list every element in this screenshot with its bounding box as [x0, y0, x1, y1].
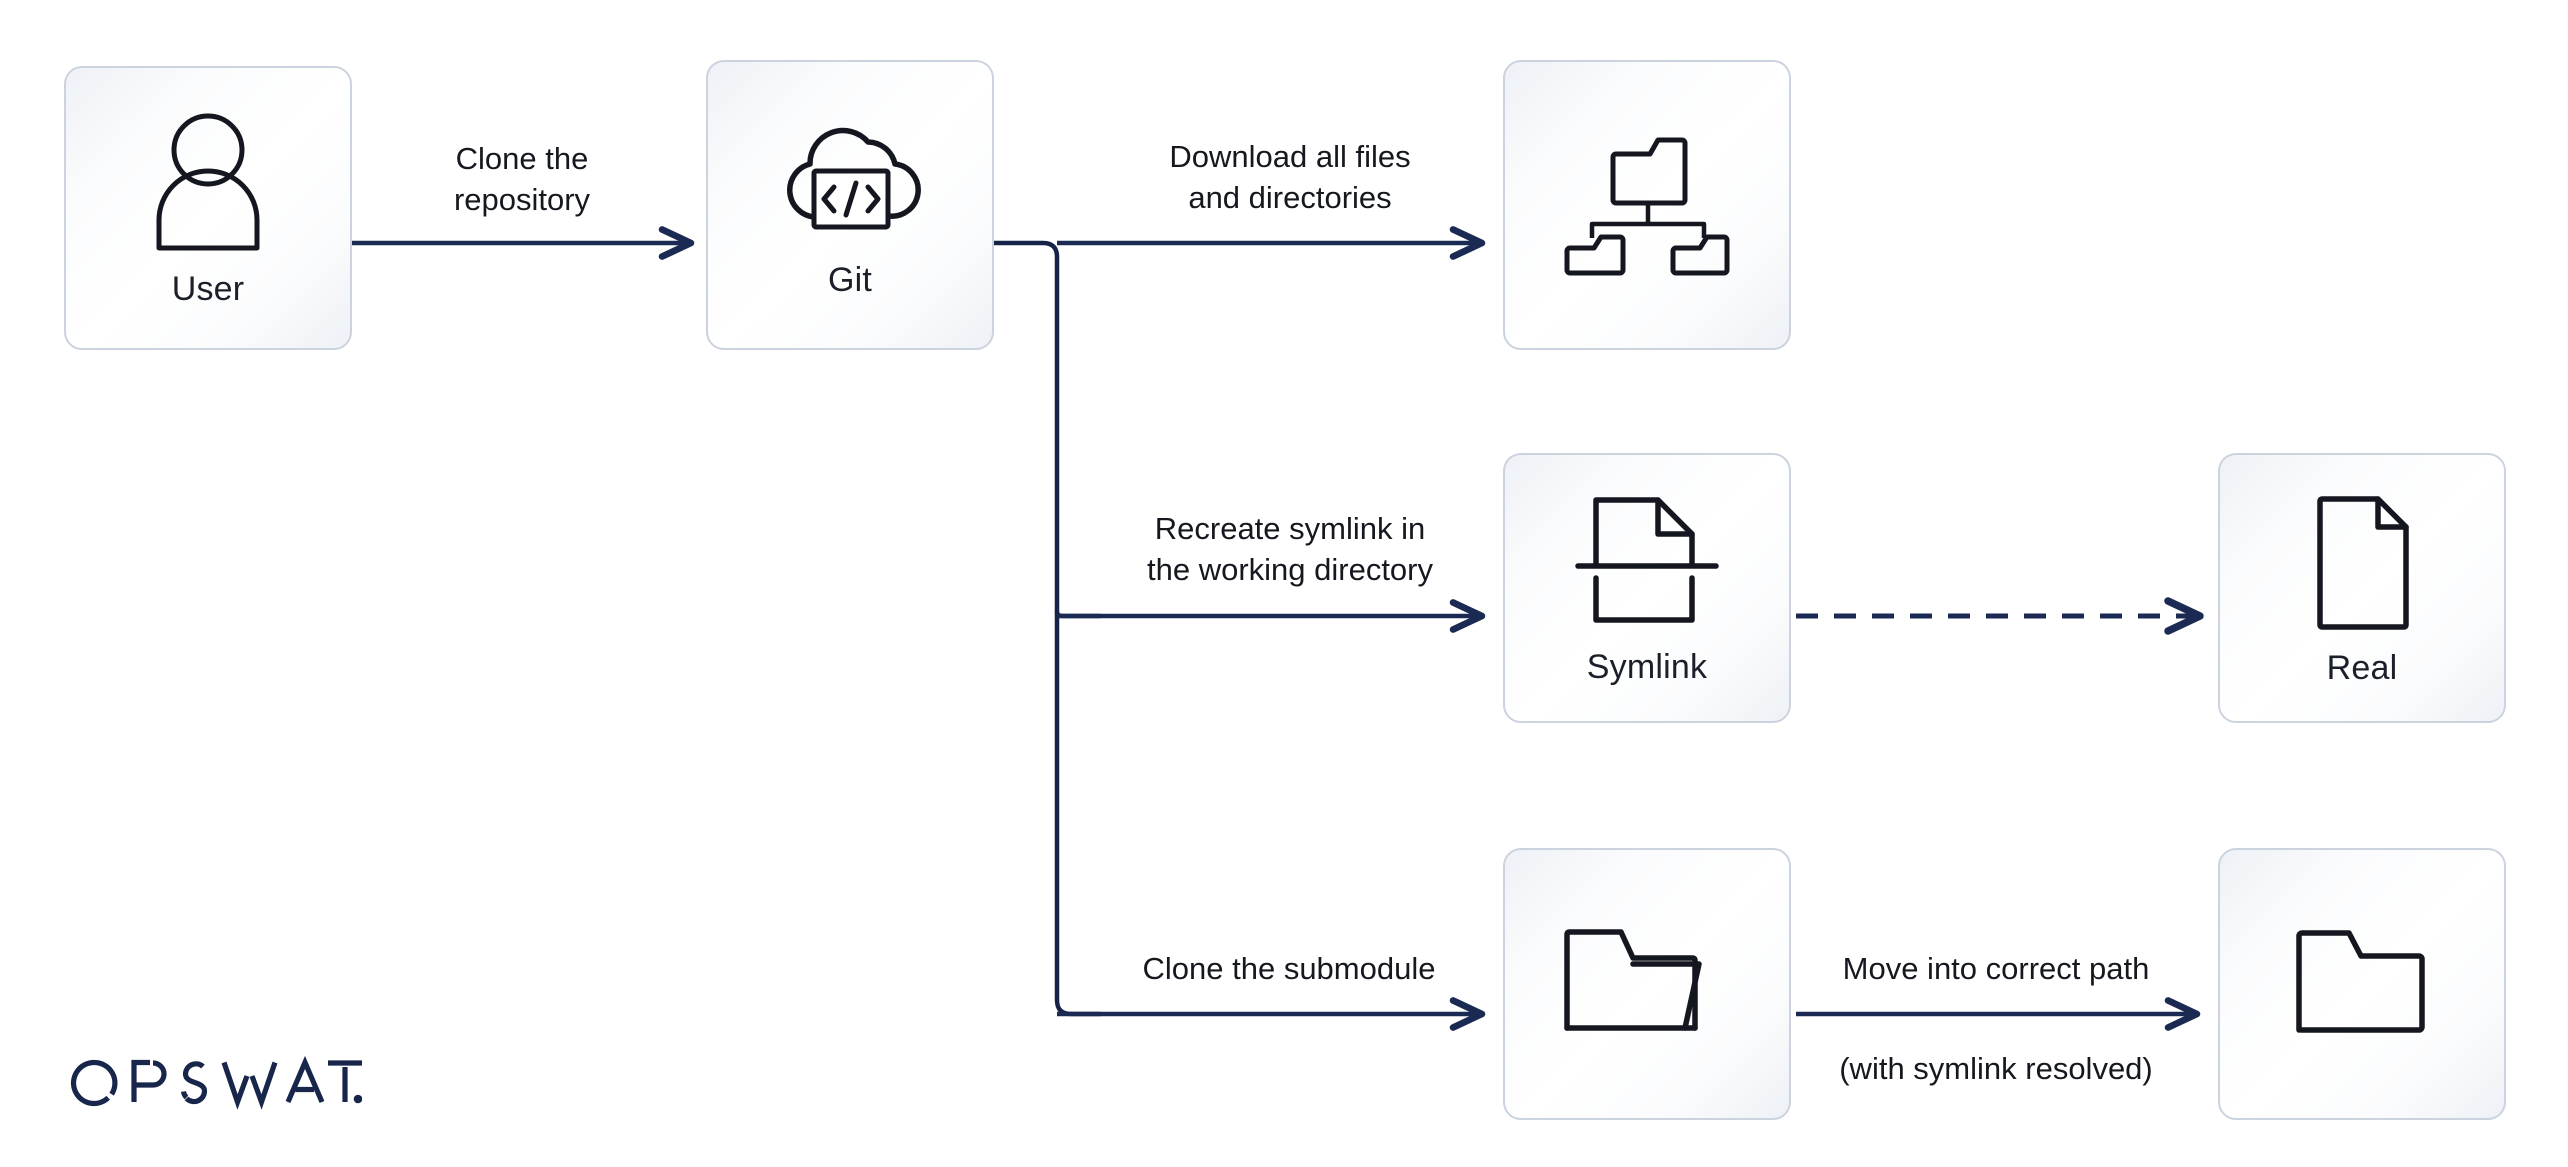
edge-label-with-symlink-resolved: (with symlink resolved) — [1839, 1051, 2153, 1086]
edge-label-download-all: Download all files and directories — [1169, 139, 1411, 216]
node-git-label: Git — [827, 260, 873, 299]
edge-label-clone-submodule: Clone the submodule — [1142, 951, 1436, 986]
node-real[interactable]: Real — [2218, 453, 2506, 723]
edge-git-trunk — [991, 240, 1103, 1017]
edge-label-clone-repository: Clone the repository — [453, 141, 591, 218]
node-submodule-folder[interactable] — [1503, 848, 1791, 1120]
node-symlink[interactable]: Symlink — [1503, 453, 1791, 723]
node-user[interactable]: User — [64, 66, 352, 350]
edge-label-move-into-path: Move into correct path — [1842, 951, 2150, 986]
cloud-code-icon — [770, 111, 930, 247]
node-symlink-label: Symlink — [1586, 647, 1708, 686]
open-folder-icon — [1559, 922, 1735, 1046]
node-real-label: Real — [2326, 648, 2398, 687]
node-folder-tree[interactable] — [1503, 60, 1791, 350]
node-target-folder[interactable] — [2218, 848, 2506, 1120]
opswat-logo — [56, 1052, 363, 1112]
closed-folder-icon — [2287, 922, 2437, 1046]
node-git[interactable]: Git — [706, 60, 994, 350]
person-icon — [147, 108, 269, 256]
folder-tree-icon — [1554, 130, 1740, 280]
symlink-file-icon — [1572, 490, 1722, 634]
edge-git-branch-middle — [1054, 609, 1103, 619]
edge-label-recreate-symlink: Recreate symlink in the working director… — [1146, 511, 1433, 588]
file-document-icon — [2300, 489, 2424, 635]
node-user-label: User — [171, 269, 245, 308]
